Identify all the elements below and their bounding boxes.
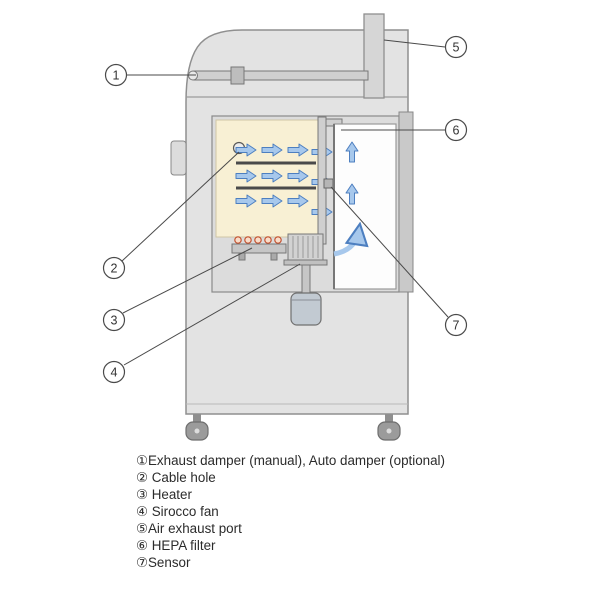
legend-item-heater: ③ Heater: [136, 487, 192, 502]
hepa-filter: [333, 123, 397, 290]
leader-3: [122, 247, 253, 314]
callout-2: 2: [102, 256, 126, 280]
heater-coil: [254, 236, 262, 244]
caster-hub: [386, 428, 392, 434]
leader-lines: [121, 39, 449, 366]
legend-item-exhaust-damper: ①Exhaust damper (manual), Auto damper (o…: [136, 453, 445, 468]
air-exhaust-port: [363, 13, 385, 99]
callout-5: 5: [444, 35, 468, 59]
callout-number-1: 1: [113, 68, 120, 82]
callout-circle-3: [102, 308, 126, 332]
callout-number-2: 2: [111, 261, 118, 275]
caster-stem: [385, 414, 393, 424]
fan-motor: [290, 292, 322, 326]
hepa-panel: [333, 123, 397, 290]
heater-leg: [270, 252, 278, 261]
damper-bracket: [230, 66, 245, 85]
damper-rod: [193, 70, 369, 81]
callout-3: 3: [102, 308, 126, 332]
legend-item-sirocco-fan: ④ Sirocco fan: [136, 504, 219, 519]
sirocco-fan: [283, 233, 328, 326]
caster-stem: [193, 414, 201, 424]
heater-base: [231, 243, 287, 254]
side-handle: [170, 140, 187, 176]
leader-7: [330, 186, 449, 318]
callout-7: 7: [444, 313, 468, 337]
heater-coil: [244, 236, 252, 244]
callout-number-3: 3: [111, 313, 118, 327]
legend: ①Exhaust damper (manual), Auto damper (o…: [136, 452, 445, 571]
callout-circle-6: [444, 118, 468, 142]
fan-blades: [292, 236, 319, 258]
legend-item-sensor: ⑦Sensor: [136, 555, 191, 570]
callout-number-4: 4: [111, 365, 118, 379]
callout-circle-2: [102, 256, 126, 280]
fan-housing: [287, 233, 324, 261]
casters: [185, 414, 401, 441]
callout-number-6: 6: [453, 123, 460, 137]
callout-4: 4: [102, 360, 126, 384]
airflow-arrow-curve: [333, 230, 359, 257]
leader-5: [383, 39, 446, 48]
fan-shaft: [301, 264, 311, 294]
callout-circle-4: [102, 360, 126, 384]
legend-item-air-exhaust: ⑤Air exhaust port: [136, 521, 242, 536]
heater-coil: [274, 236, 282, 244]
callout-circle-5: [444, 35, 468, 59]
heater-coil: [234, 236, 242, 244]
callout-circle-7: [444, 313, 468, 337]
callout-6: 6: [444, 118, 468, 142]
caster-hub: [194, 428, 200, 434]
fan-mount-plate: [283, 259, 328, 266]
callout-number-5: 5: [453, 40, 460, 54]
heater-coil: [264, 236, 272, 244]
diagram-svg: 1 2 3 4 5 6 7: [102, 13, 468, 441]
callout-circle-1: [104, 63, 128, 87]
sensor: [323, 178, 334, 189]
legend-item-hepa-filter: ⑥ HEPA filter: [136, 538, 216, 553]
callout-1: 1: [104, 63, 128, 87]
callout-number-7: 7: [453, 318, 460, 332]
leader-2: [121, 151, 240, 262]
leader-4: [123, 263, 301, 366]
door-hinge-strip: [398, 111, 414, 293]
legend-item-cable-hole: ② Cable hole: [136, 470, 216, 485]
heater: [231, 236, 287, 261]
exhaust-pipe: [363, 13, 385, 99]
